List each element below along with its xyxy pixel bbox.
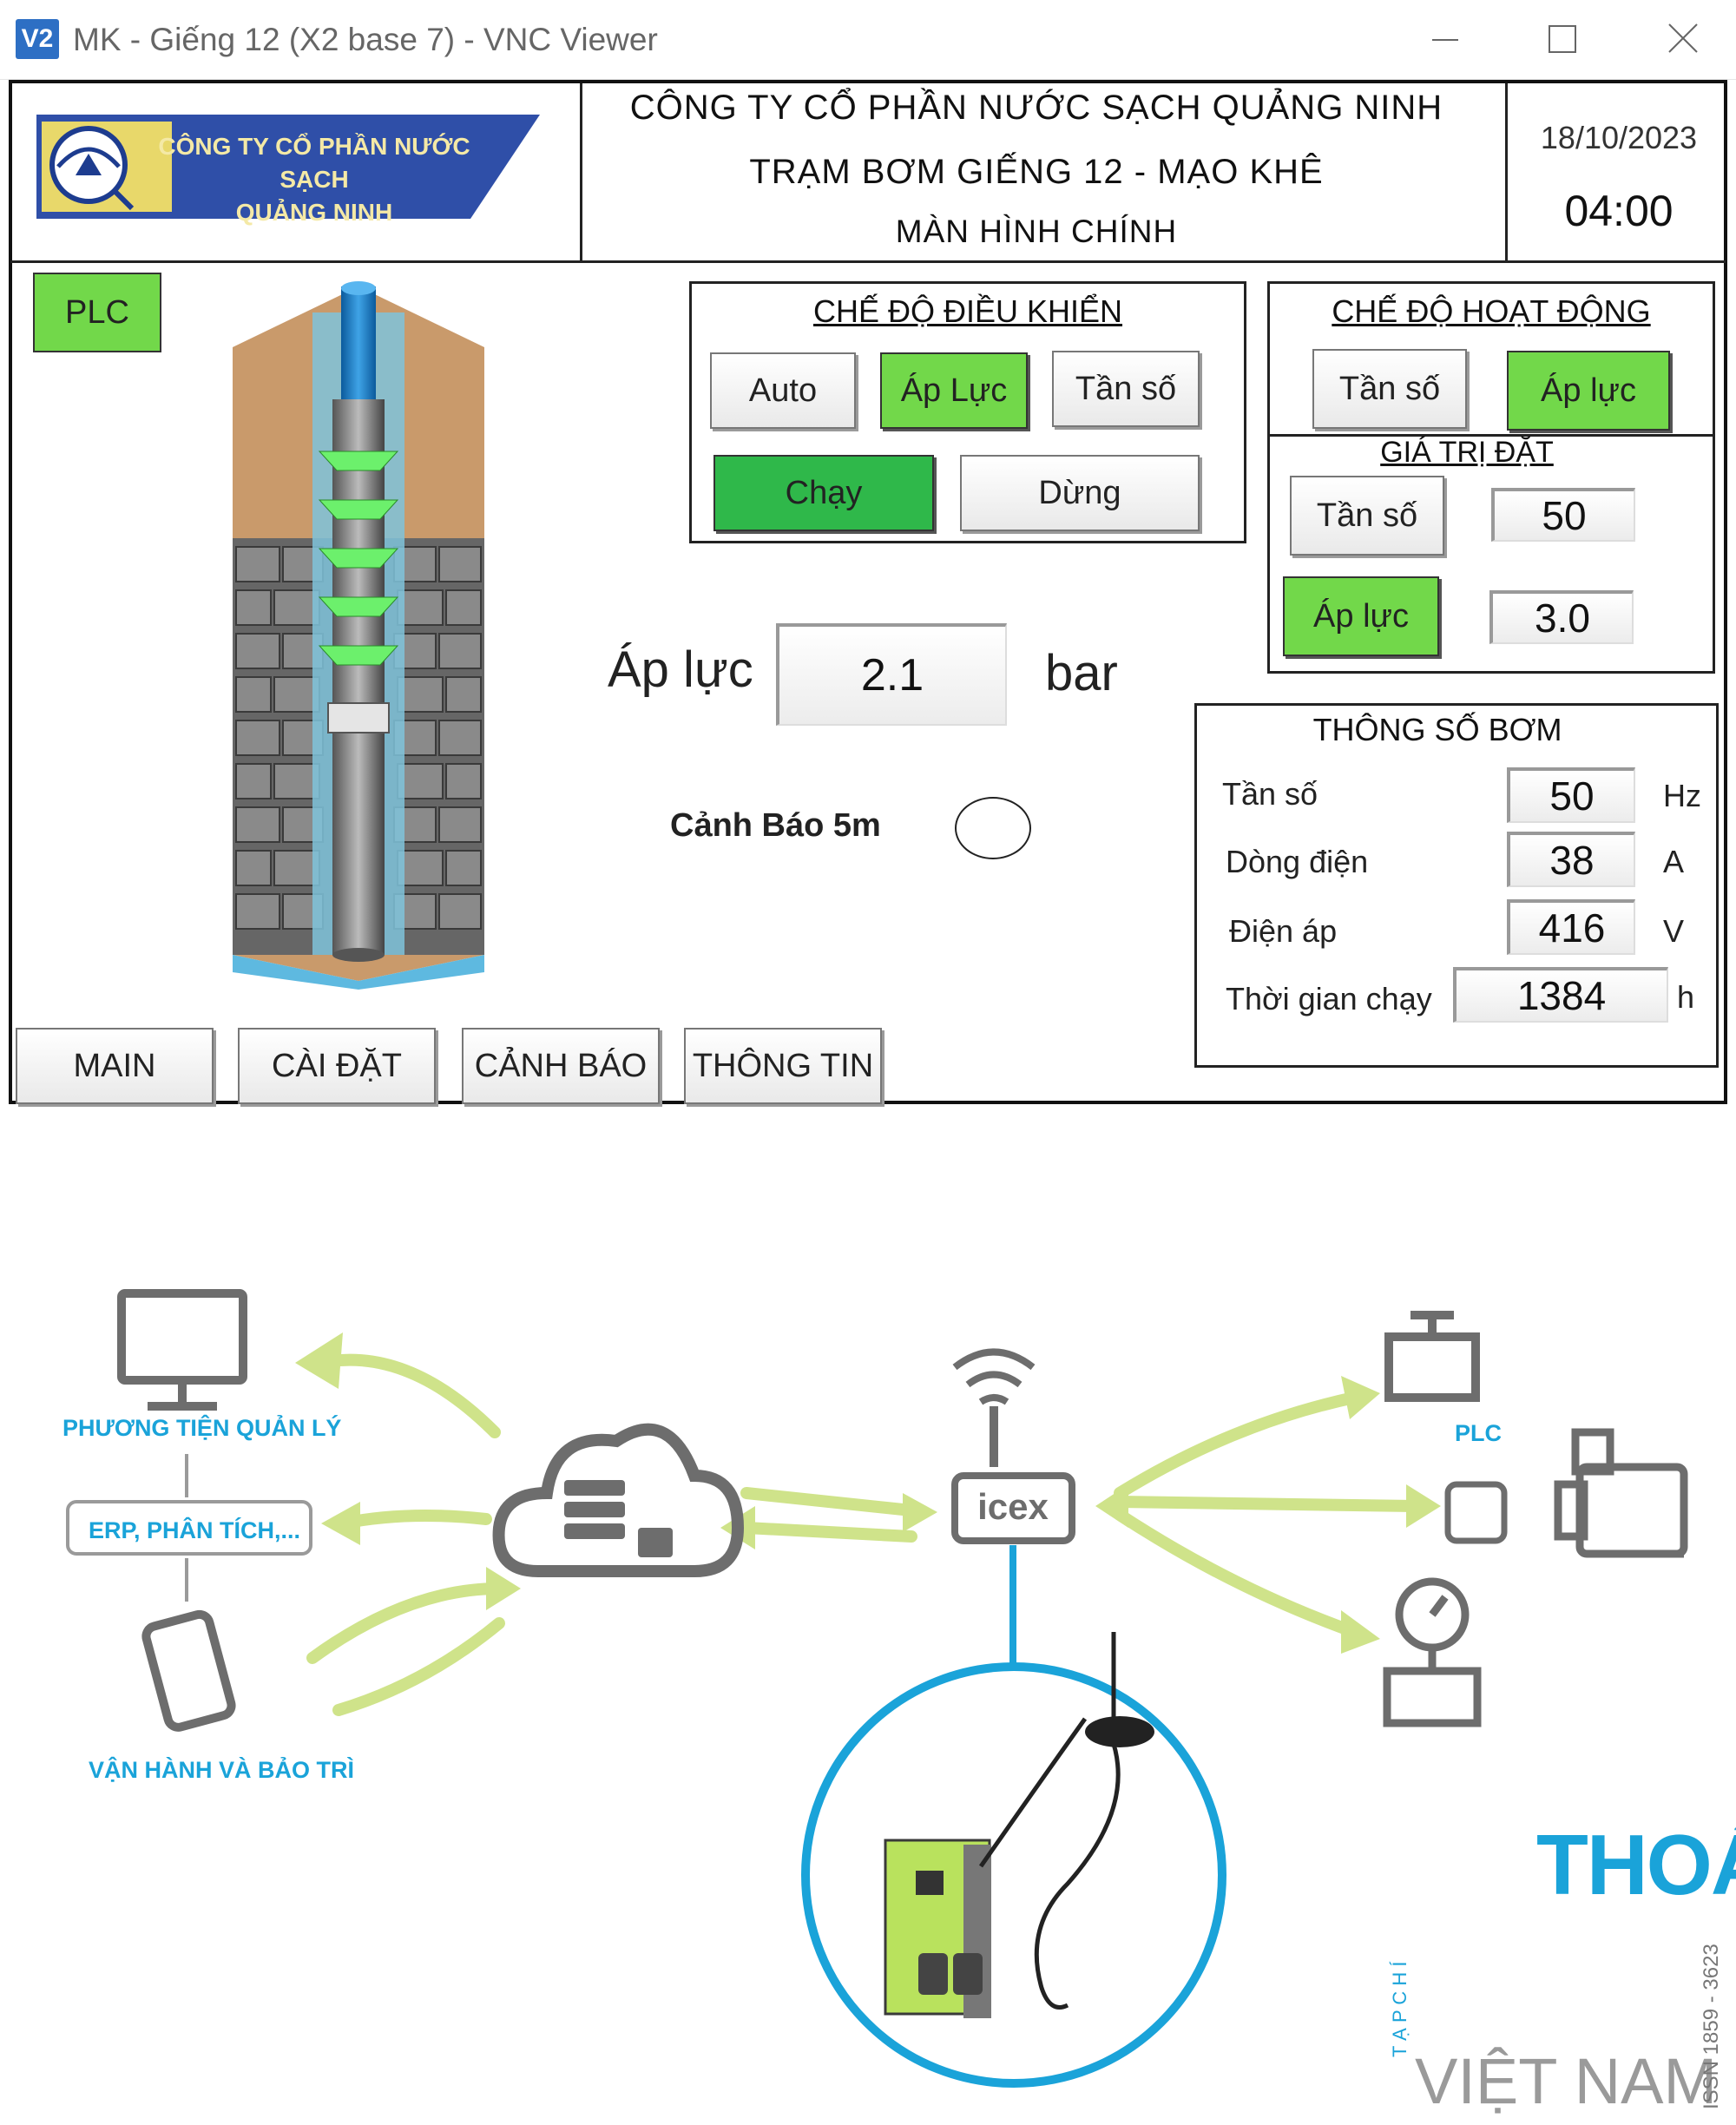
station-title: TRẠM BƠM GIẾNG 12 - MẠO KHÊ [749,153,1324,191]
pump-frequency-label: Tần số [1222,776,1318,812]
screen-title: MÀN HÌNH CHÍNH [895,214,1178,249]
control-mode-title: CHẾ ĐỘ ĐIỀU KHIỂN [812,293,1123,329]
valve-icon [1384,1311,1480,1402]
logo-text: CÔNG TY CỔ PHẦN NƯỚC SẠCH QUẢNG NINH [158,130,470,229]
arrow-from-operation [306,1582,505,1664]
pump-frequency-value: 50 [1507,767,1635,823]
logo-text-line2: QUẢNG NINH [235,199,393,226]
header-divider [1505,83,1508,262]
pressure-gauge-icon [1383,1577,1482,1727]
company-logo [36,115,540,219]
run-button[interactable]: Chạy [713,455,934,531]
erp-box [66,1500,312,1556]
pump-runtime-unit: h [1677,979,1695,1015]
pump-params-title: THÔNG SỐ BƠM [1312,712,1562,747]
pump-current-value: 38 [1507,832,1635,887]
management-label: PHƯƠNG TIỆN QUẢN LÝ [62,1415,342,1441]
window-title: MK - Giếng 12 (X2 base 7) - VNC Viewer [73,22,658,57]
pressure-label: Áp lực [608,641,753,698]
phone-icon [141,1609,236,1732]
sp-frequency-value[interactable]: 50 [1491,488,1635,542]
sp-pressure-value[interactable]: 3.0 [1489,590,1634,644]
setpoint-divider [1269,434,1713,437]
close-icon[interactable] [1654,14,1714,64]
motor-pump-icon [1554,1428,1688,1558]
arrow-to-erp [337,1510,492,1530]
device-circle [801,1662,1226,2088]
well-illustration [233,278,484,990]
pump-runtime-value: 1384 [1453,967,1668,1023]
iot-diagram: icex [0,1120,1736,2121]
pump-voltage-unit: V [1663,913,1685,949]
pressure-value: 2.1 [776,623,1007,726]
thoat-watermark: THOÁT [1536,1817,1736,1912]
warning-5m-indicator [955,797,1031,859]
plc-box-icon [1444,1481,1508,1544]
company-title: CÔNG TY CỔ PHẦN NƯỚC SẠCH QUẢNG NINH [629,89,1443,127]
gateway-box [951,1472,1075,1544]
pump-frequency-unit: Hz [1663,778,1701,813]
arrow-to-valve [1114,1391,1360,1499]
time-display: 04:00 [1564,187,1674,235]
operation-label: VẬN HÀNH VÀ BẢO TRÌ [89,1757,355,1783]
header-bottom-line [10,260,1726,263]
setpoint-title: GIÁ TRỊ ĐẶT [1380,436,1554,469]
maximize-icon[interactable] [1532,14,1593,64]
pump-params-panel [1194,703,1719,1068]
plc-button[interactable]: PLC [33,273,161,352]
pump-runtime-label: Thời gian chạy [1226,981,1432,1016]
issn-watermark: ISSN 1859 - 3623 [1700,1944,1723,2109]
date-display: 18/10/2023 [1540,120,1698,155]
arrow-to-plc [1114,1496,1421,1512]
op-frequency-button[interactable]: Tần số [1312,349,1467,429]
cloud-icon [492,1423,745,1577]
vnc-app-icon: V2 [16,19,59,59]
modem-device-image [884,1632,1154,2018]
sp-frequency-button[interactable]: Tần số [1290,476,1444,556]
pump-voltage-label: Điện áp [1229,913,1338,949]
nav-alarm-button[interactable]: CẢNH BÁO [462,1028,660,1104]
tap-chi-watermark: T Ạ P C H Í [1389,1961,1410,2057]
pressure-mode-button[interactable]: Áp Lực [880,352,1028,429]
header-divider [580,83,582,262]
pump-voltage-value: 416 [1507,899,1635,955]
frequency-mode-button[interactable]: Tần số [1052,351,1200,427]
auto-mode-button[interactable]: Auto [710,352,856,429]
minimize-icon[interactable] [1415,14,1476,64]
monitor-icon [117,1289,247,1411]
sp-pressure-button[interactable]: Áp lực [1283,576,1439,656]
arrow-to-management [315,1353,501,1438]
wifi-icon [952,1348,1036,1405]
operation-mode-panel [1267,281,1715,674]
viet-nam-watermark: VIỆT NAM [1415,2045,1718,2117]
logo-text-line1: CÔNG TY CỔ PHẦN NƯỚC SẠCH [158,133,470,193]
arrow-to-operation [332,1617,505,1716]
arrow-cloud-to-gateway [740,1487,917,1516]
pump-current-unit: A [1663,844,1685,879]
erp-label: ERP, PHÂN TÍCH,... [89,1517,301,1543]
server-stack-icon [564,1480,673,1557]
arrow-to-gauge [1114,1509,1360,1638]
nav-settings-button[interactable]: CÀI ĐẶT [238,1028,436,1104]
warning-5m-label: Cảnh Báo 5m [670,807,881,844]
gateway-brand-text: icex [977,1486,1049,1527]
op-pressure-button[interactable]: Áp lực [1507,351,1670,431]
stop-button[interactable]: Dừng [960,455,1200,531]
header-titles: CÔNG TY CỔ PHẦN NƯỚC SẠCH QUẢNG NINH TRẠ… [602,0,1470,260]
arrow-gateway-to-cloud [740,1522,917,1543]
control-mode-panel [689,281,1246,543]
operation-mode-title: CHẾ ĐỘ HOẠT ĐỘNG [1332,293,1651,329]
nav-info-button[interactable]: THÔNG TIN [684,1028,882,1104]
plc-diagram-label: PLC [1455,1420,1502,1446]
pressure-unit: bar [1045,645,1118,701]
pump-current-label: Dòng điện [1226,844,1369,879]
nav-main-button[interactable]: MAIN [16,1028,214,1104]
